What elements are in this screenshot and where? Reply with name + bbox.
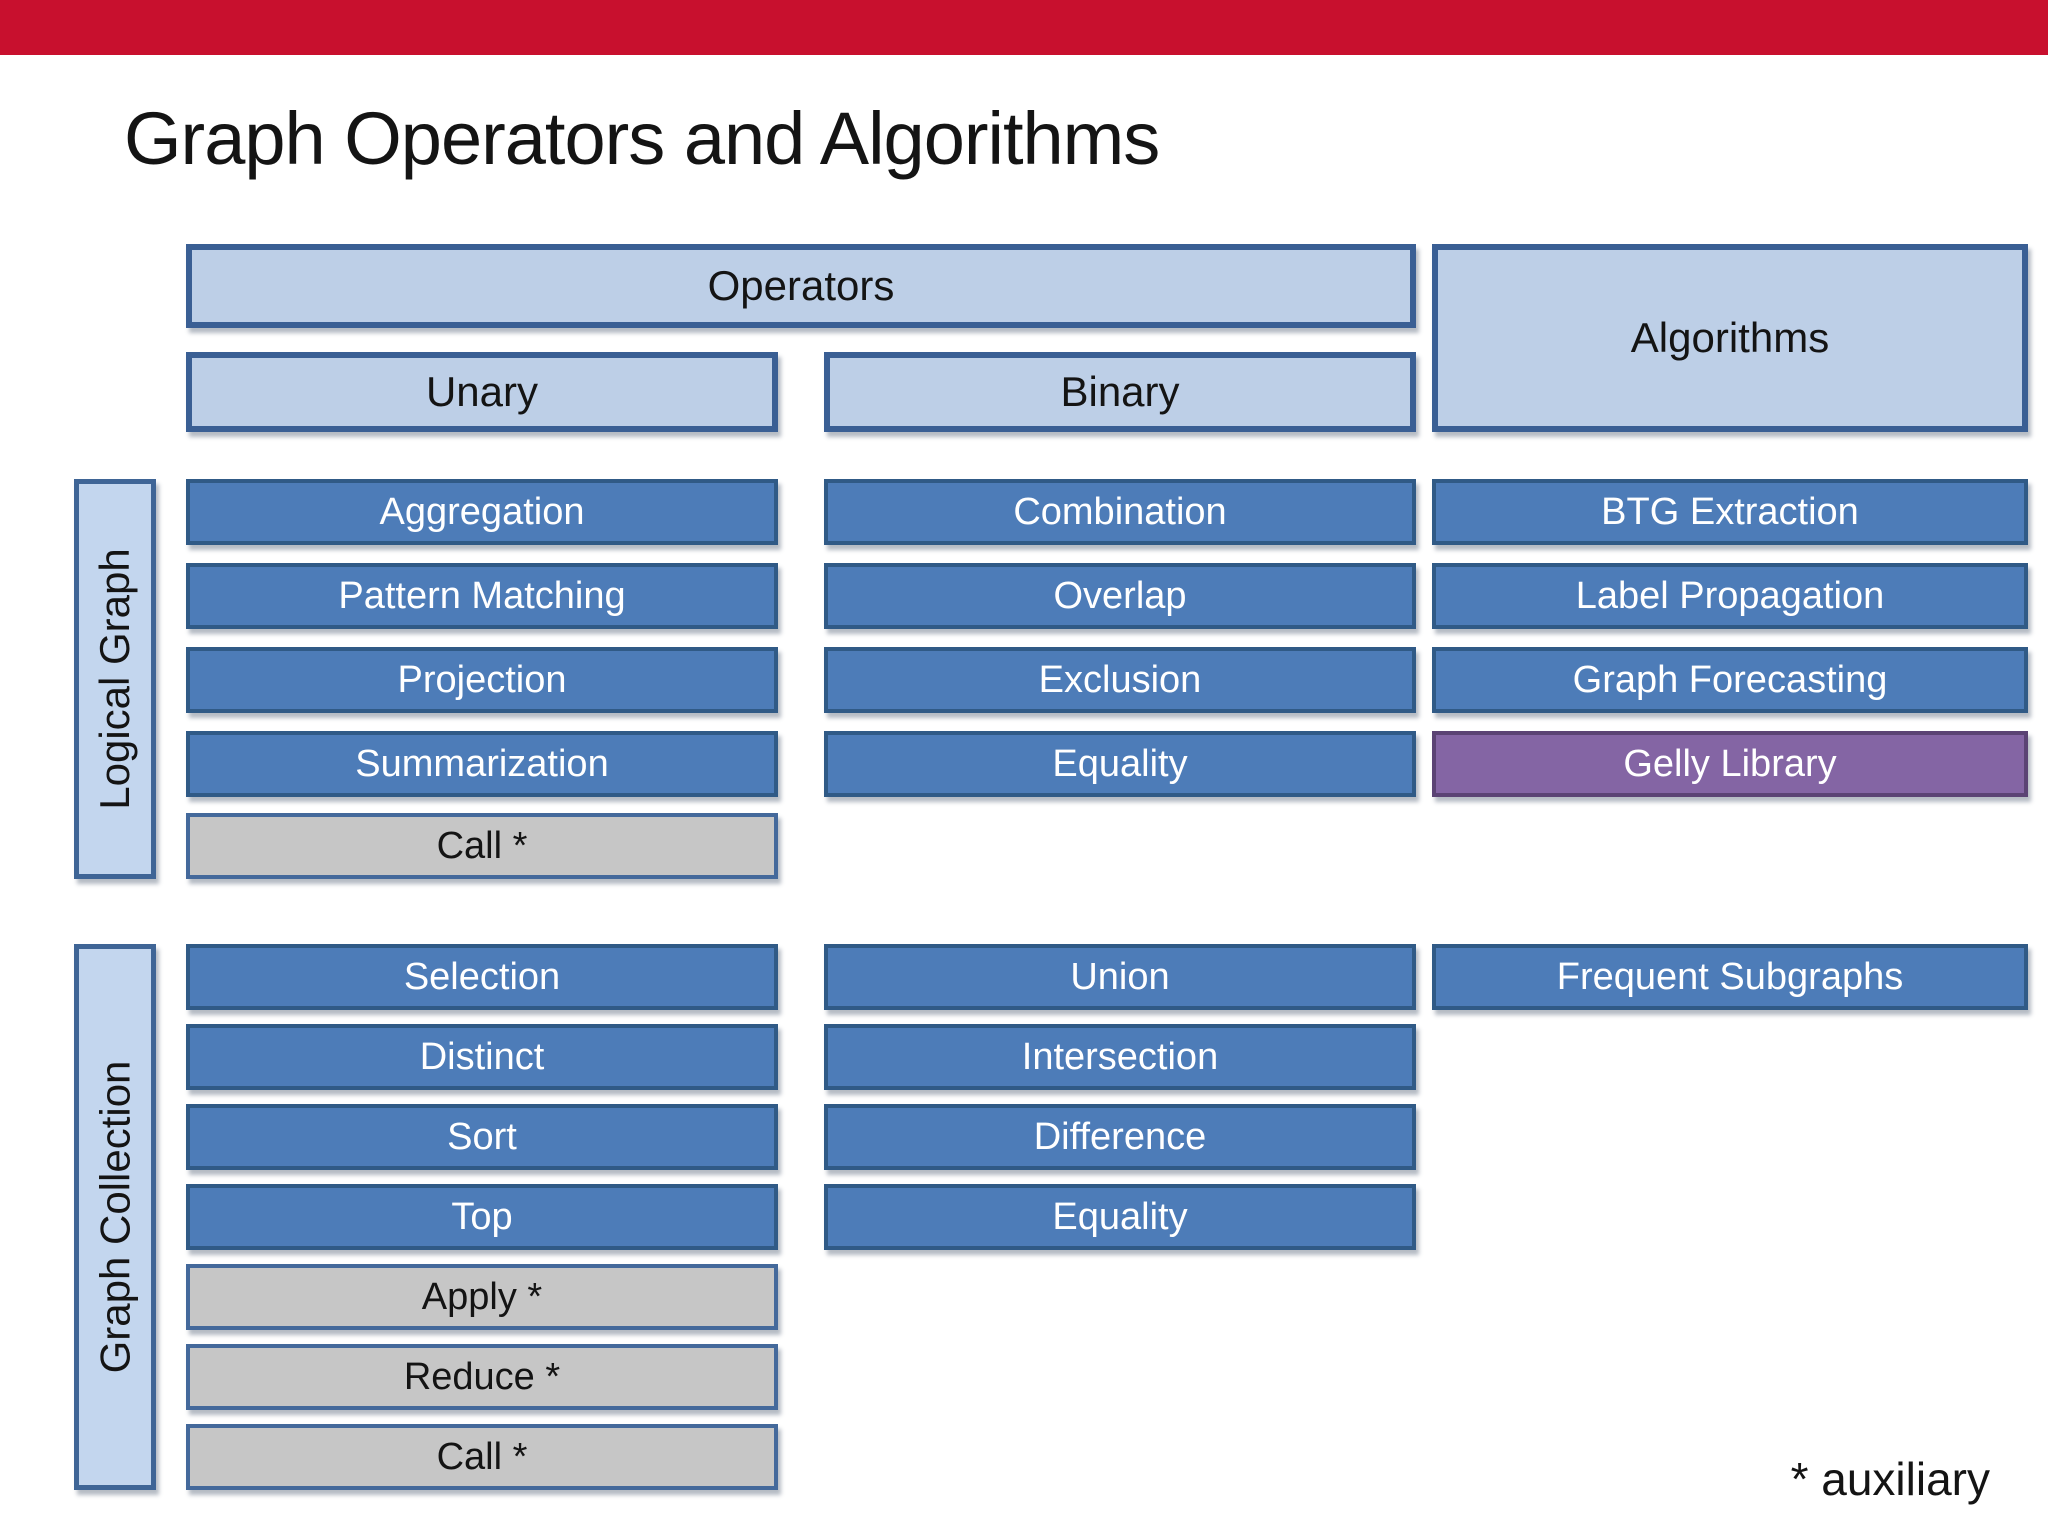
box-difference: Difference <box>824 1104 1416 1170</box>
box-frequent-subgraphs: Frequent Subgraphs <box>1432 944 2028 1010</box>
box-equality-logical: Equality <box>824 731 1416 797</box>
box-aggregation: Aggregation <box>186 479 778 545</box>
box-reduce: Reduce * <box>186 1344 778 1410</box>
logical-graph-rail-label: Logical Graph <box>91 548 138 810</box>
box-btg-extraction: BTG Extraction <box>1432 479 2028 545</box>
operators-header: Operators <box>186 244 1416 328</box>
auxiliary-footnote: * auxiliary <box>1790 1453 1990 1505</box>
box-combination: Combination <box>824 479 1416 545</box>
box-top: Top <box>186 1184 778 1250</box>
graph-collection-rail: Graph Collection <box>74 944 156 1490</box>
box-summarization: Summarization <box>186 731 778 797</box>
binary-header: Binary <box>824 352 1416 432</box>
box-overlap: Overlap <box>824 563 1416 629</box>
box-distinct: Distinct <box>186 1024 778 1090</box>
box-sort: Sort <box>186 1104 778 1170</box>
graph-collection-rail-label: Graph Collection <box>91 1060 139 1374</box>
box-projection: Projection <box>186 647 778 713</box>
top-red-bar <box>0 0 2048 55</box>
box-pattern-matching: Pattern Matching <box>186 563 778 629</box>
box-exclusion: Exclusion <box>824 647 1416 713</box>
unary-header: Unary <box>186 352 778 432</box>
logical-graph-rail: Logical Graph <box>74 479 156 879</box>
box-apply: Apply * <box>186 1264 778 1330</box>
box-equality-collection: Equality <box>824 1184 1416 1250</box>
box-label-propagation: Label Propagation <box>1432 563 2028 629</box>
algorithms-header: Algorithms <box>1432 244 2028 432</box>
box-gelly-library: Gelly Library <box>1432 731 2028 797</box>
slide-title: Graph Operators and Algorithms <box>124 97 1160 180</box>
box-graph-forecasting: Graph Forecasting <box>1432 647 2028 713</box>
box-call-logical: Call * <box>186 813 778 879</box>
box-call-collection: Call * <box>186 1424 778 1490</box>
box-selection: Selection <box>186 944 778 1010</box>
box-intersection: Intersection <box>824 1024 1416 1090</box>
box-union: Union <box>824 944 1416 1010</box>
